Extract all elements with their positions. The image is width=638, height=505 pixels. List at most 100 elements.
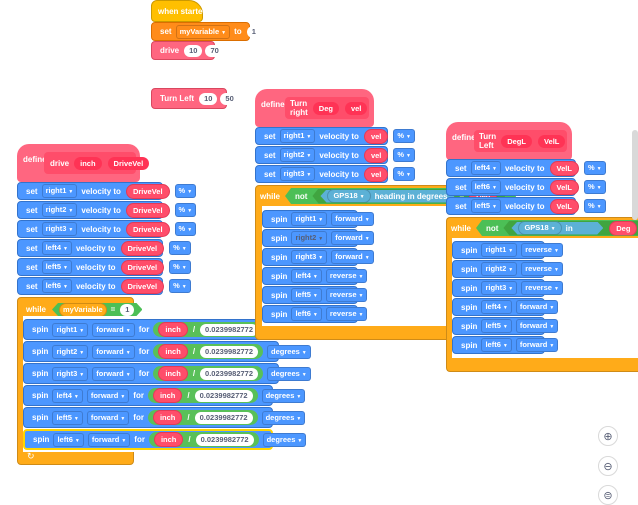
equals-condition[interactable]: myVariable = 1 [52,303,142,316]
unit-dropdown[interactable]: %▼ [393,148,415,162]
not-condition[interactable]: not GPS18▼ heading in degrees Deg [476,220,638,236]
turn-left-arg-2[interactable]: 50 [220,92,239,105]
motor-dropdown[interactable]: right1▼ [291,212,328,226]
unit-dropdown[interactable]: %▼ [169,260,191,274]
direction-dropdown[interactable]: reverse▼ [521,281,563,295]
velocity-reporter[interactable]: vel [363,128,389,144]
variable-dropdown[interactable]: myVariable▼ [175,24,231,39]
gps-dropdown[interactable]: GPS18▼ [518,221,561,235]
unit-dropdown[interactable]: %▼ [174,184,197,198]
param-degl[interactable]: DegL [501,134,532,148]
play-icon[interactable] [311,413,318,422]
direction-dropdown[interactable]: reverse▼ [521,243,563,257]
factor-input[interactable]: 0.0239982772 [200,345,259,358]
motor-dropdown[interactable]: right3▼ [291,250,328,264]
define-turn-right-hat[interactable]: define Turn right Deg vel [255,89,374,127]
direction-dropdown[interactable]: reverse▼ [325,288,368,302]
inch-reporter[interactable]: inch [158,344,188,359]
direction-dropdown[interactable]: forward▼ [92,344,135,359]
unit-dropdown[interactable]: %▼ [174,222,197,236]
motor-dropdown[interactable]: left6▼ [41,279,72,293]
motor-dropdown[interactable]: right1▼ [52,322,89,337]
motor-dropdown[interactable]: left4▼ [52,388,83,403]
drive-arg-1[interactable]: 10 [184,44,203,57]
inch-reporter[interactable]: inch [152,410,183,425]
motor-dropdown[interactable]: right3▼ [41,222,78,236]
degrees-dropdown[interactable]: degrees▼ [267,344,311,359]
unit-dropdown[interactable]: %▼ [169,241,191,255]
divide-operator[interactable]: inch/0.0239982772 [148,432,259,447]
motor-dropdown[interactable]: left5▼ [481,319,512,333]
motor-dropdown[interactable]: right2▼ [291,231,328,245]
direction-dropdown[interactable]: forward▼ [331,250,374,264]
velocity-reporter[interactable]: DriveVel [120,259,165,275]
velocity-reporter[interactable]: DriveVel [120,240,165,256]
motor-dropdown[interactable]: left4▼ [481,300,512,314]
inch-reporter[interactable]: inch [158,322,188,337]
direction-dropdown[interactable]: forward▼ [92,366,135,381]
turn-left-call-block[interactable]: Turn Left 10 50 [151,88,239,109]
unit-dropdown[interactable]: %▼ [393,129,415,143]
velocity-reporter[interactable]: vel [363,166,389,182]
direction-dropdown[interactable]: reverse▼ [521,262,563,276]
deg-reporter[interactable]: Deg [609,221,637,236]
velocity-reporter[interactable]: DriveVel [125,183,170,199]
unit-dropdown[interactable]: %▼ [174,203,197,217]
play-icon[interactable] [316,347,323,356]
velocity-reporter[interactable]: DriveVel [125,221,170,237]
gps-heading-reporter[interactable]: GPS18▼ heading in degrees [511,222,603,235]
factor-input[interactable]: 0.0239982772 [194,389,253,402]
direction-dropdown[interactable]: forward▼ [87,432,131,447]
unit-dropdown[interactable]: %▼ [393,167,415,181]
motor-dropdown[interactable]: left5▼ [52,410,83,425]
motor-dropdown[interactable]: left6▼ [481,338,512,352]
direction-dropdown[interactable]: forward▼ [515,319,559,333]
spin-for-block[interactable]: spinright1▼forward▼forinch/0.0239982772d… [23,319,323,340]
zoom-in-button[interactable]: ⊕ [598,426,618,446]
set-variable-block[interactable]: set myVariable▼ to 1 [151,22,261,41]
inch-reporter[interactable]: inch [153,432,184,447]
motor-dropdown[interactable]: left6▼ [291,307,322,321]
param-drivevel[interactable]: DriveVel [107,156,150,170]
velocity-reporter[interactable]: VelL [549,198,579,214]
factor-input[interactable]: 0.0239982772 [195,433,254,446]
motor-dropdown[interactable]: left4▼ [470,161,501,175]
motor-dropdown[interactable]: right1▼ [481,243,518,257]
to-value-input[interactable]: 1 [246,25,261,38]
direction-dropdown[interactable]: reverse▼ [325,269,368,283]
direction-dropdown[interactable]: forward▼ [86,410,130,425]
factor-input[interactable]: 0.0239982772 [194,411,253,424]
motor-dropdown[interactable]: right2▼ [41,203,78,217]
motor-dropdown[interactable]: right1▼ [41,184,78,198]
factor-input[interactable]: 0.0239982772 [200,367,259,380]
degrees-dropdown[interactable]: degrees▼ [261,388,306,403]
direction-dropdown[interactable]: reverse▼ [325,307,368,321]
gps-heading-reporter[interactable]: GPS18▼ heading in degrees [320,190,454,203]
velocity-reporter[interactable]: DriveVel [120,278,165,294]
play-icon[interactable] [312,435,319,444]
zoom-out-button[interactable]: ⊖ [598,456,618,476]
direction-dropdown[interactable]: forward▼ [515,300,559,314]
divide-operator[interactable]: inch/0.0239982772 [153,322,264,337]
unit-dropdown[interactable]: %▼ [169,279,191,293]
while-variable[interactable]: myVariable [59,303,107,317]
play-icon[interactable] [311,391,318,400]
define-turn-left-hat[interactable]: define Turn Left DegL VelL [446,122,572,160]
velocity-reporter[interactable]: VelL [549,160,579,176]
motor-dropdown[interactable]: right3▼ [52,366,89,381]
